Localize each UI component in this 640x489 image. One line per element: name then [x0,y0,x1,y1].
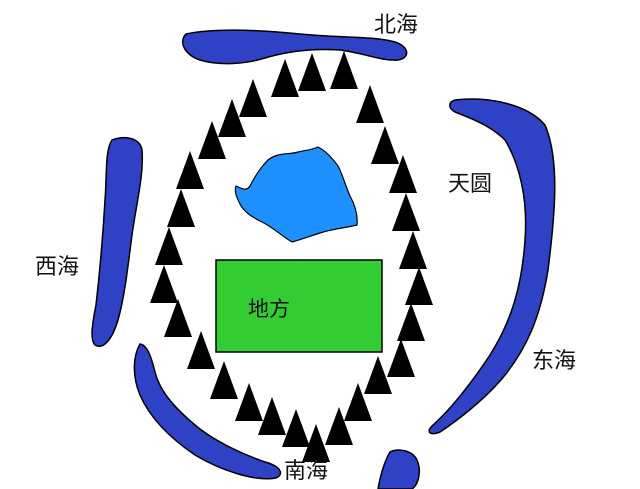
south-sea-right-shape [377,449,420,489]
mountain-triangle-icon [364,356,392,394]
mountain-triangle-icon [325,407,353,445]
mountain-triangle-icon [399,231,427,269]
mountain-triangle-icon [302,424,330,462]
east-sea-shape [428,98,556,435]
mountain-triangle-icon [164,299,192,337]
mountain-triangle-icon [235,383,263,421]
mountain-triangle-icon [344,383,372,421]
heaven-round-label: 天圆 [448,172,492,197]
south-sea-left-shape [133,343,282,480]
mountain-triangle-icon [258,397,286,435]
mountain-triangle-icon [298,53,326,91]
east-sea-label: 东海 [532,349,576,374]
mountain-triangle-icon [150,265,178,303]
mountain-triangle-icon [167,189,195,227]
mountain-triangle-icon [176,151,204,189]
mountain-triangle-icon [282,409,310,447]
mountain-triangle-icon [218,99,246,137]
mountain-triangle-icon [387,339,415,377]
mountain-triangle-icon [389,155,417,193]
mountain-triangle-icon [187,331,215,369]
mountain-triangle-icon [405,267,433,305]
earth-square-label: 地方 [248,297,290,321]
west-sea-shape [91,137,144,347]
mountain-triangle-icon [155,227,183,265]
north-sea-label: 北海 [374,13,418,38]
mountain-triangle-icon [392,193,420,231]
mountain-triangle-icon [330,51,358,89]
mountain-triangle-icon [397,303,425,341]
west-sea-label: 西海 [35,255,79,280]
south-sea-label: 南海 [284,459,328,484]
mountain-triangle-icon [198,121,226,159]
north-sea-shape [181,29,408,65]
mountain-triangle-icon [271,59,299,97]
mountain-triangle-icon [356,85,384,123]
mountain-triangle-icon [239,79,267,117]
earth-square [215,259,383,353]
mountain-triangle-icon [371,126,399,164]
inner-lake-shape [234,146,358,243]
mountain-ring [150,51,433,462]
mountain-triangle-icon [210,361,238,399]
